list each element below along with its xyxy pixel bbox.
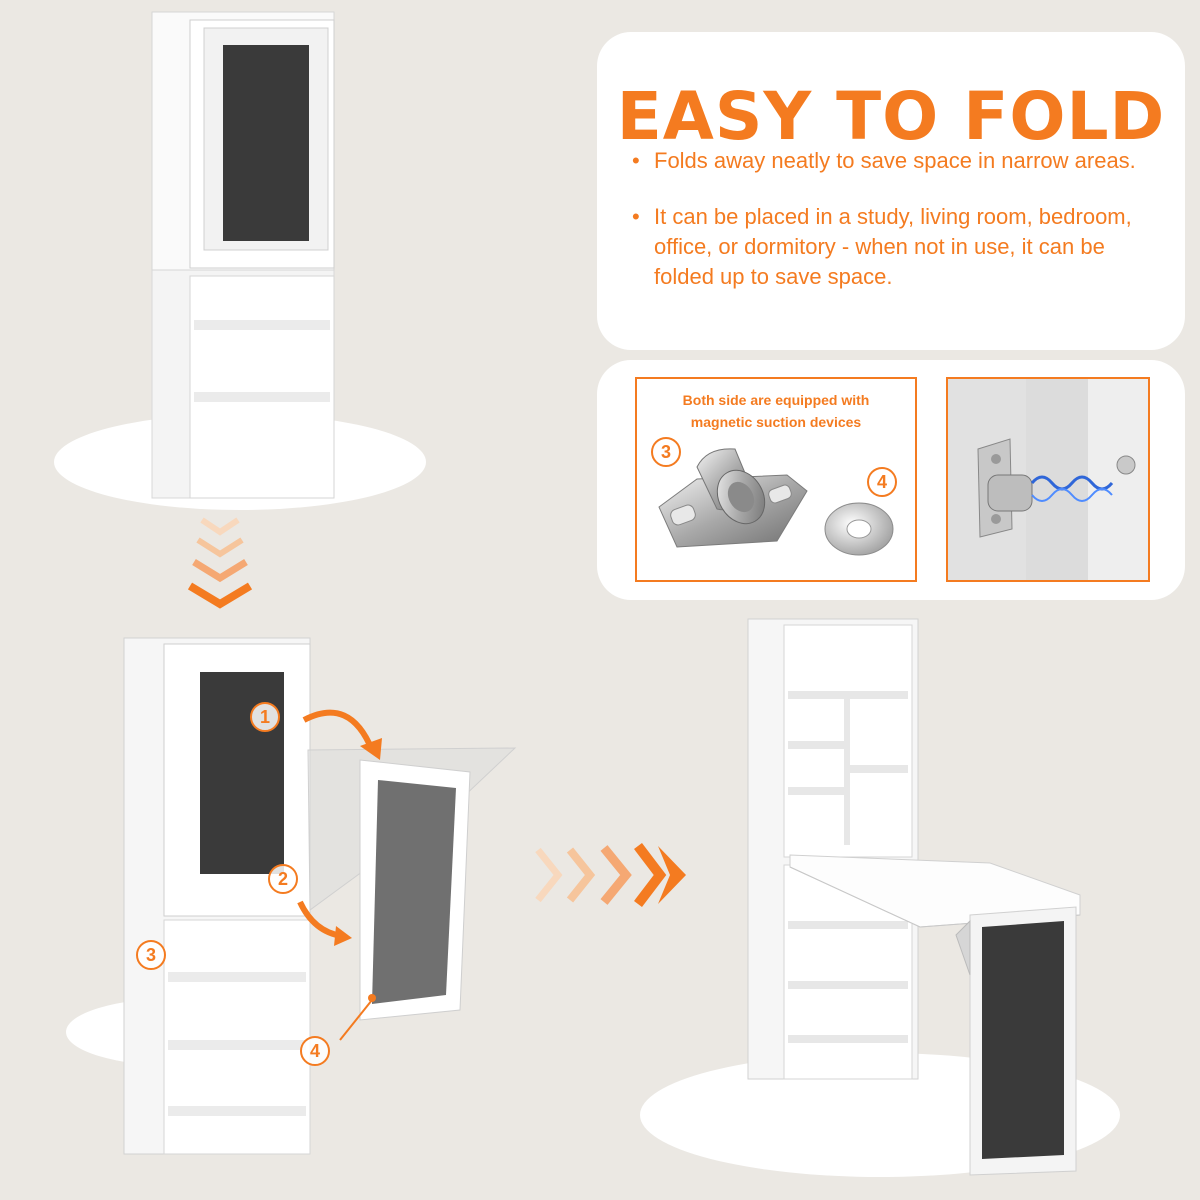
down-arrows-icon — [187, 517, 253, 609]
step-number-4-magnet: 4 — [867, 467, 897, 497]
step-number-1: 1 — [250, 702, 280, 732]
step-number-3-magnet: 3 — [651, 437, 681, 467]
right-arrows-icon — [535, 842, 686, 908]
step-number-2: 2 — [268, 864, 298, 894]
feature-list: Folds away neatly to save space in narro… — [628, 146, 1148, 318]
magnet-caption: Both side are equipped with magnetic suc… — [682, 392, 870, 430]
unfolded-desk-illustration — [640, 618, 1120, 1177]
step-number-3: 3 — [136, 940, 166, 970]
folded-cabinet-illustration — [54, 11, 426, 510]
step-number-4: 4 — [300, 1036, 330, 1066]
unfolding-cabinet-illustration — [66, 637, 517, 1155]
magnet-parts-panel: Both side are equipped with magnetic suc… — [635, 377, 917, 582]
magnet-installed-panel — [946, 377, 1150, 582]
magnet-catch-illustration — [658, 448, 894, 556]
installed-magnet-photo — [948, 379, 1148, 580]
feature-item-1: Folds away neatly to save space in narro… — [628, 146, 1148, 176]
heading-title: EASY TO FOLD — [616, 78, 1166, 155]
feature-item-2: It can be placed in a study, living room… — [628, 202, 1148, 292]
info-card: EASY TO FOLD — [597, 32, 1185, 350]
